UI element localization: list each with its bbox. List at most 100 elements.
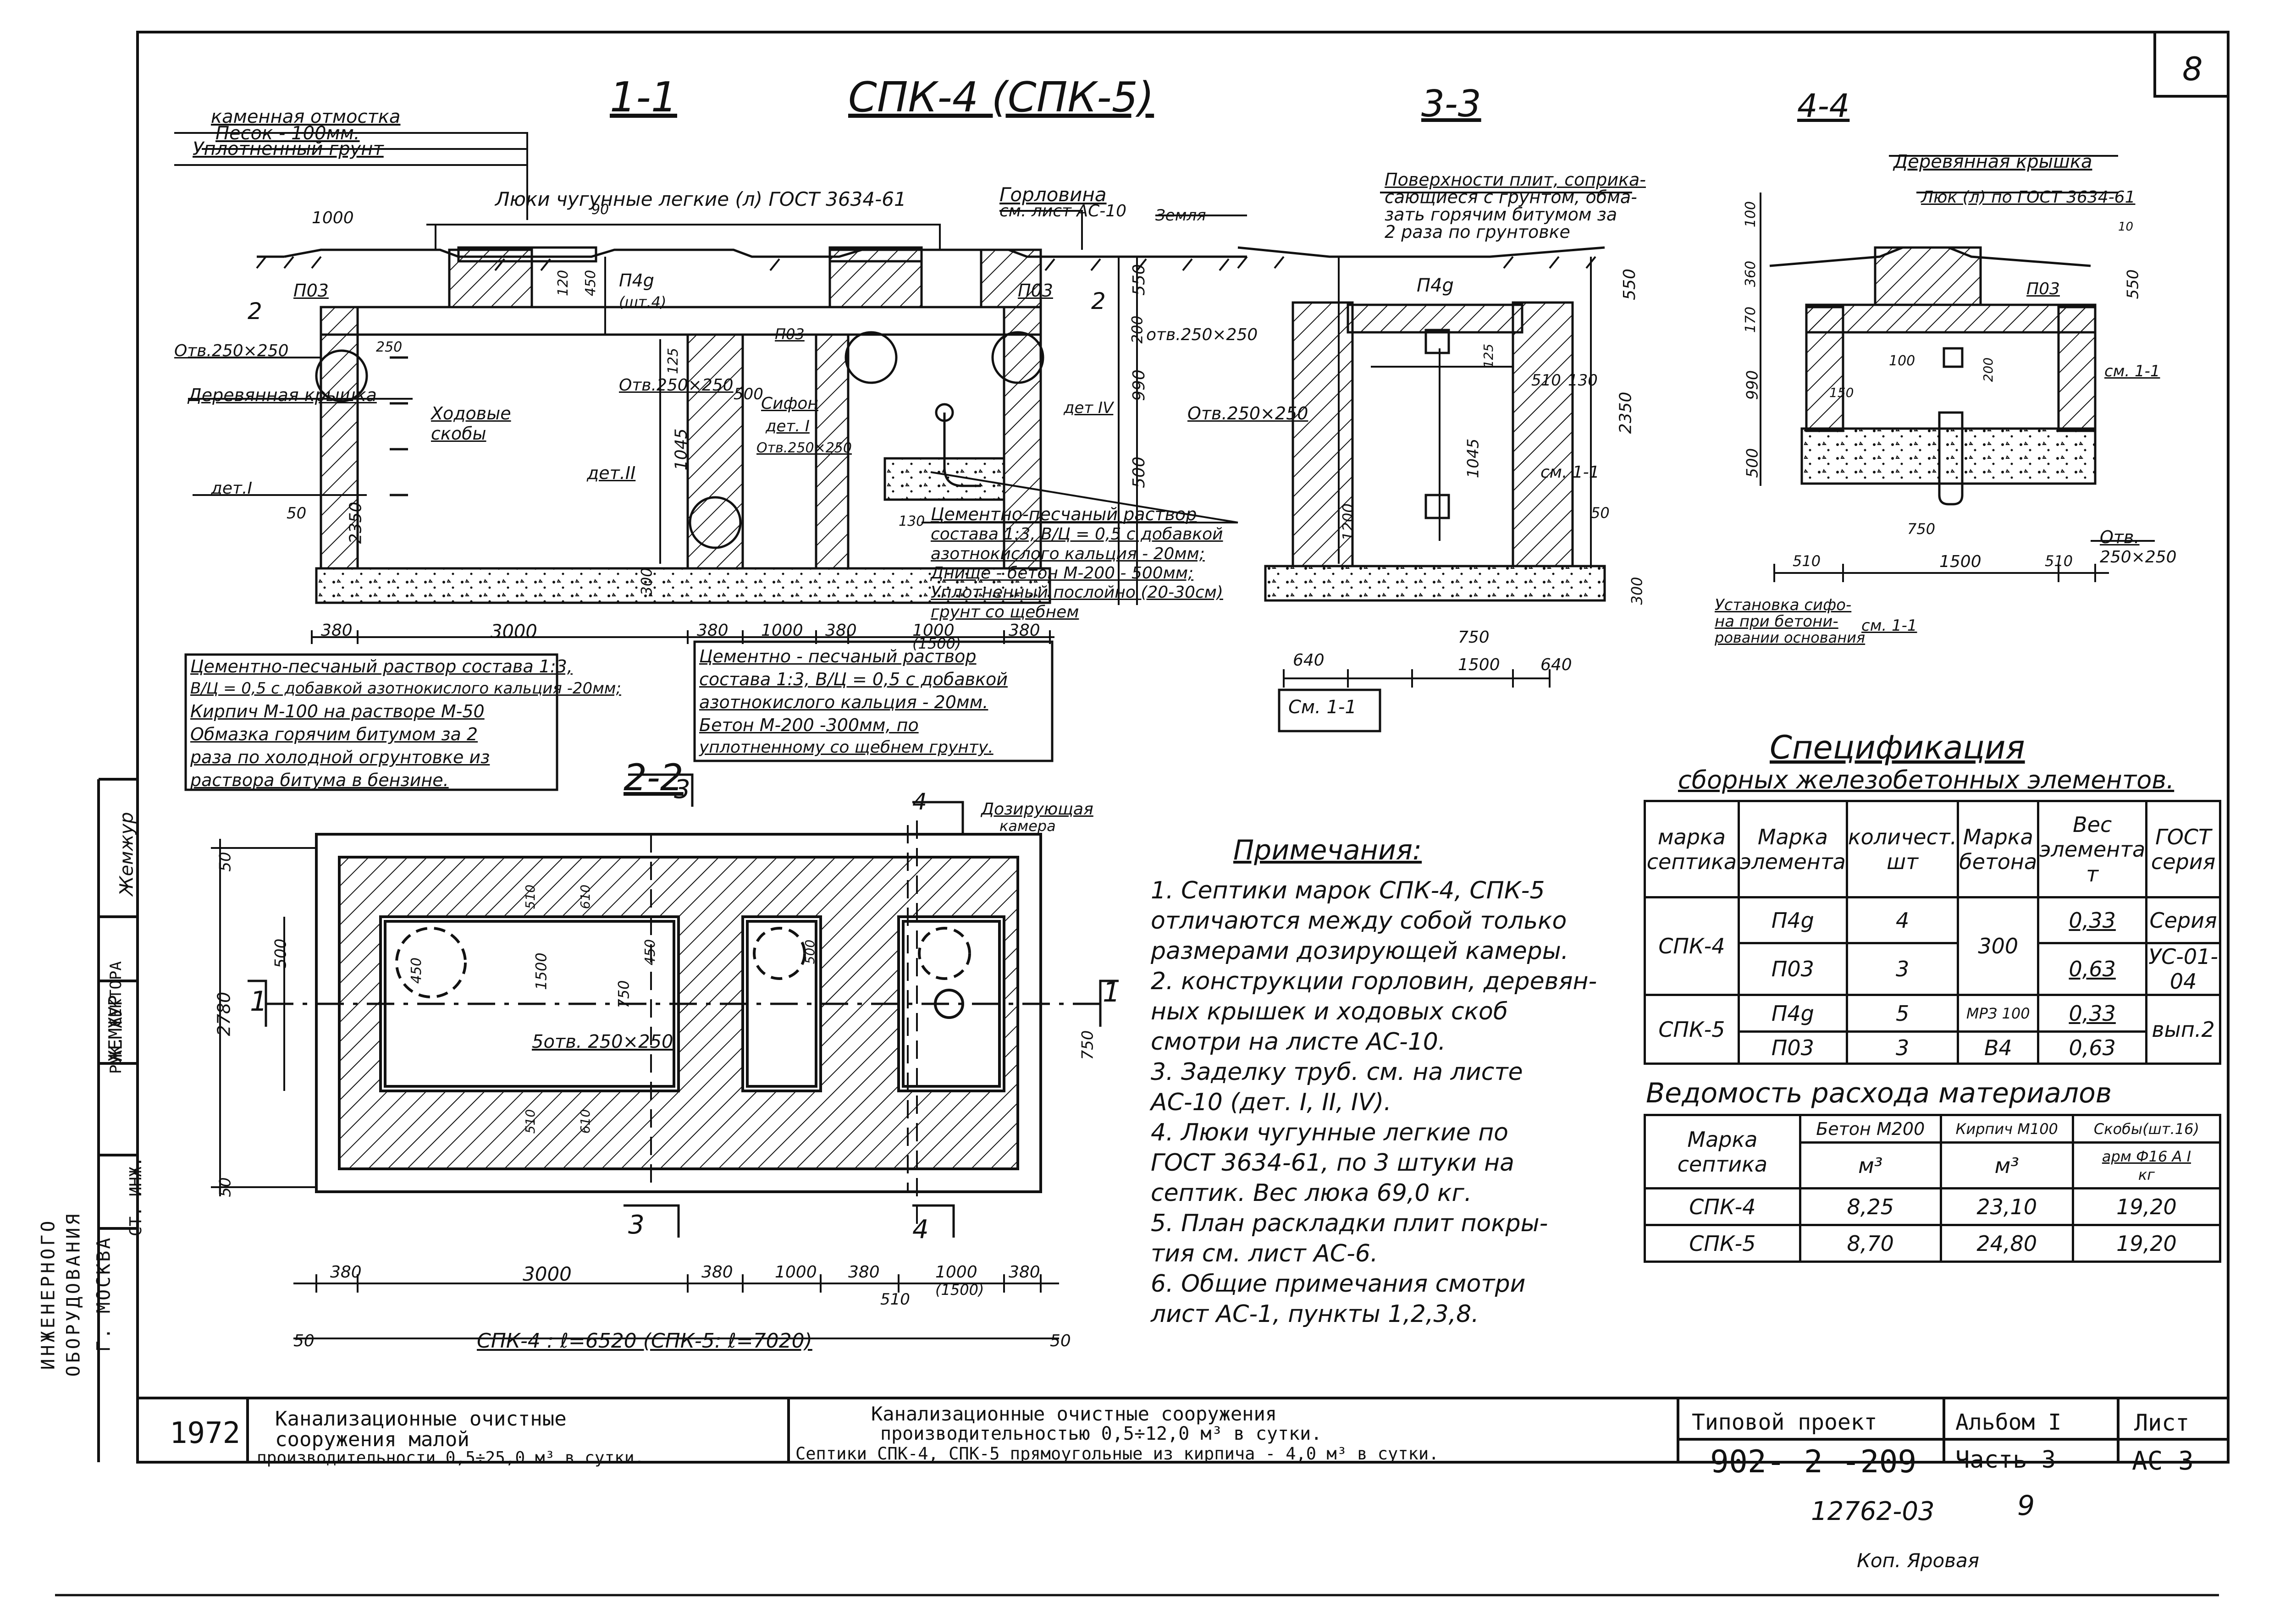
- sheet-number-box: [2153, 32, 2228, 98]
- spec-cell: СПК-4: [1644, 896, 1740, 996]
- sec4-cm11: см. 1-1: [2104, 362, 2160, 380]
- note-mid-2: состава 1:3, В/Ц = 0,5 с добавкой: [699, 669, 1008, 689]
- table-row: П03 3 0,63 УС-01-04: [1645, 942, 2221, 996]
- label-p03b: П03: [775, 325, 805, 343]
- mat-unit-cell: м³: [1799, 1141, 1942, 1189]
- bottom-page: 9: [2017, 1490, 2035, 1522]
- label-bottom2: Уплотненный послойно (20-30см): [931, 583, 1223, 602]
- note-line: отличаются между собой только: [1151, 907, 1567, 935]
- sec4-dim-990: 990: [1743, 370, 1762, 400]
- table-row: П03 3 В4 0,63: [1645, 1030, 2220, 1065]
- stamp-signature: Жемжур: [116, 812, 138, 896]
- note-line: 5. План раскладки плит покры-: [1151, 1210, 1548, 1237]
- plan-dim-v-610b: 610: [578, 1109, 593, 1134]
- section-title-2-2: 2-2: [624, 756, 684, 799]
- note-line: 6. Общие примечания смотри: [1151, 1270, 1526, 1298]
- label-p4g-qty: (шт.4): [619, 293, 667, 311]
- sec4-dim-170: 170: [1743, 306, 1759, 333]
- label-p03a: П03: [293, 281, 329, 301]
- dim-50: 50: [287, 504, 307, 523]
- note-line: 1. Септики марок СПК-4, СПК-5: [1151, 877, 1545, 904]
- table-row: СПК-4 8,25 23,10 19,20: [1644, 1187, 2222, 1226]
- plan-cut-3-bottom: 3: [628, 1210, 645, 1240]
- plan-dim-1000a: 1000: [775, 1263, 817, 1282]
- section-title-1-1: 1-1: [610, 73, 677, 121]
- section-title-4-4: 4-4: [1797, 87, 1850, 125]
- plan-dim-380a: 380: [330, 1263, 362, 1282]
- stamp-name-1: ЖЕМЖУР: [105, 995, 127, 1062]
- note-line: ных крышек и ходовых скоб: [1151, 998, 1508, 1025]
- plan-dim-v-450b: 450: [642, 939, 659, 966]
- label-neck-ref: см. лист АС-10: [999, 202, 1127, 220]
- dim-1000a: 1000: [761, 621, 803, 640]
- dim-380b: 380: [697, 621, 729, 640]
- plan-cut-1-right: 1: [1103, 976, 1120, 1008]
- sec3-dim-1200: 1200: [1339, 503, 1357, 541]
- spec-cell: П03: [1737, 942, 1848, 996]
- stamp-org-1: ИНЖЕНЕРНОГО: [38, 1218, 59, 1370]
- mat-header-cell: Скобы(шт.16): [2071, 1114, 2222, 1144]
- sec4-siphon-2: на при бетони-: [1715, 612, 1838, 631]
- spec-cell: 300: [1957, 896, 2040, 996]
- dim-1500: (1500): [912, 635, 961, 652]
- label-mortar2: состава 1:3, В/Ц = 0,5 с добавкой: [931, 525, 1223, 544]
- label-hatches: Люки чугунные легкие (л) ГОСТ 3634-61: [495, 188, 906, 210]
- plan-dim-1000b: 1000: [935, 1263, 977, 1282]
- plan-cut-4-top: 4: [912, 788, 927, 815]
- note-line: смотри на листе АС-10.: [1151, 1028, 1446, 1056]
- dim-1000b: 1000: [912, 621, 955, 640]
- spec-cell: П03: [1737, 1030, 1848, 1065]
- sec4-siphon-1: Установка сифо-: [1715, 596, 1852, 614]
- sheet-number: 8: [2182, 50, 2203, 88]
- plan-dim-v-1500: 1500: [532, 952, 550, 990]
- plan-dim-50a: 50: [293, 1332, 315, 1350]
- plan-openings: 5отв. 250×250: [532, 1031, 673, 1052]
- note-line: 4. Люки чугунные легкие по: [1151, 1119, 1508, 1146]
- label-mortar3: азотнокислого кальция - 20мм;: [931, 545, 1205, 563]
- dim-380d: 380: [1009, 621, 1040, 640]
- spec-subheading: сборных железобетонных элементов.: [1678, 765, 2175, 794]
- plan-length-note: СПК-4 : ℓ=6520 (СПК-5: ℓ=7020): [477, 1329, 812, 1353]
- spec-cell: 3: [1845, 1030, 1959, 1065]
- plan-cut-1-left: 1: [250, 985, 268, 1018]
- bottom-code: 12762-03: [1811, 1497, 1935, 1526]
- label-det1: дет.I: [211, 479, 253, 498]
- note-line: 3. Заделку труб. см. на листе: [1151, 1058, 1523, 1086]
- spec-header-cell: Марка бетона: [1957, 800, 2040, 898]
- mat-header-cell: Бетон М200: [1799, 1114, 1942, 1144]
- dim-380c: 380: [825, 621, 857, 640]
- sec3-dim-640a: 640: [1293, 651, 1325, 670]
- label-mortar1: Цементно-песчаный раствор: [931, 504, 1197, 524]
- sec4-dim-510a: 510: [1793, 552, 1821, 570]
- sec4-opening-size: 250×250: [2100, 548, 2177, 567]
- label-siphon: Сифон: [761, 394, 818, 413]
- sec4-dim-750: 750: [1907, 520, 1936, 538]
- label-layer2: Песок - 100мм.: [215, 123, 360, 144]
- dim-120: 120: [555, 270, 572, 297]
- sec3-dim-640b: 640: [1540, 655, 1572, 674]
- dim-v-550: 550: [1129, 264, 1148, 296]
- mat-cell: 19,20: [2071, 1224, 2222, 1263]
- spec-header-cell: Вес элемента т: [2037, 800, 2148, 898]
- label-opening1: Отв.250×250: [174, 341, 289, 360]
- dim-v-2350: 2350: [346, 501, 365, 544]
- note-left-3: Кирпич М-100 на растворе М-50: [190, 701, 485, 721]
- tb-series-title-3: производительности 0,5÷25,0 м³ в сутки.: [257, 1448, 645, 1467]
- plan-cut-3-top: 3: [674, 775, 690, 804]
- plan-dim-380b: 380: [701, 1263, 733, 1282]
- mat-header-cell: Кирпич М100: [1939, 1114, 2074, 1144]
- plan-dosing-2: камера: [999, 817, 1056, 835]
- note-mid-3: азотнокислого кальция - 20мм.: [699, 692, 988, 712]
- sec3-cm11: см. 1-1: [1540, 463, 1600, 482]
- sec3-dim-300: 300: [1628, 577, 1646, 605]
- sec4-dim-500: 500: [1743, 448, 1762, 478]
- plan-dosing-1: Дозирующая: [981, 800, 1093, 819]
- note-left-2: В/Ц = 0,5 с добавкой азотнокислого кальц…: [190, 679, 621, 698]
- dim-v-1045: 1045: [672, 428, 691, 471]
- sec4-hatch: Люк (л) по ГОСТ 3634-61: [1921, 188, 2136, 207]
- note-left-5: раза по холодной огрунтовке из: [190, 747, 490, 767]
- label-opening4: Отв.250×250: [756, 440, 852, 456]
- sec3-dim-2350: 2350: [1616, 391, 1635, 434]
- plan-dim-v-50b: 50: [216, 1177, 235, 1197]
